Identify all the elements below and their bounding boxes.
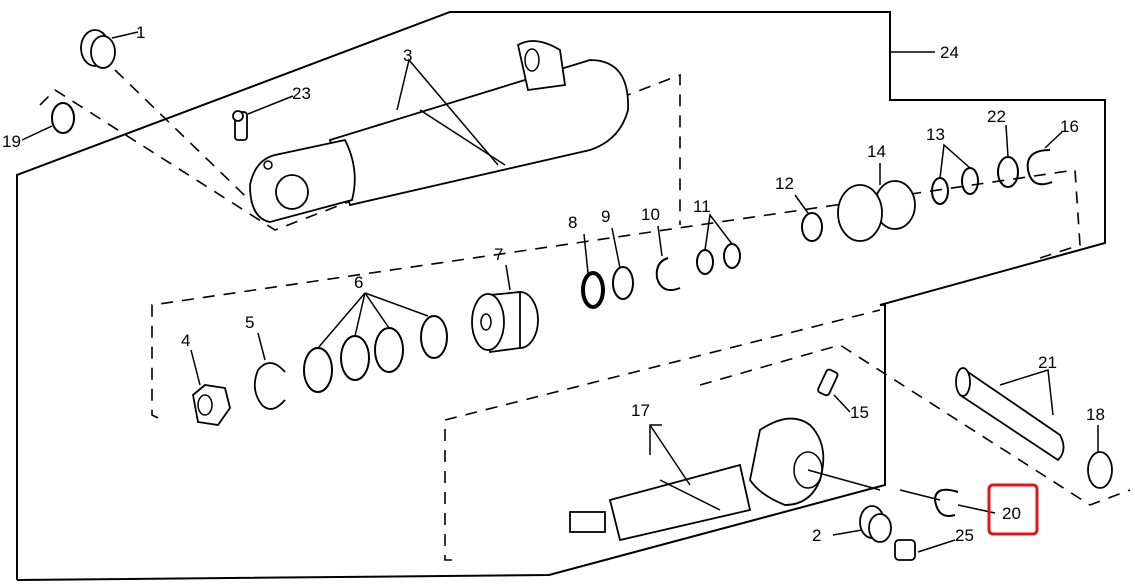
callout-11: 11 [693, 197, 711, 216]
part-15-grease-fitting [817, 368, 851, 413]
callout-16: 16 [1060, 117, 1079, 136]
part-7-piston [471, 264, 539, 354]
part-10-snap-ring [655, 225, 681, 291]
part-4-nut [190, 349, 231, 426]
part-3-cylinder-barrel [249, 40, 629, 223]
callout-9: 9 [601, 207, 610, 226]
part-13-seals [931, 143, 979, 205]
callout-5: 5 [245, 313, 254, 332]
callout-17: 17 [631, 401, 650, 420]
part-5-ring [253, 332, 286, 410]
callout-18: 18 [1086, 405, 1105, 424]
callout-12: 12 [775, 174, 794, 193]
callout-25: 25 [955, 526, 974, 545]
callout-6: 6 [354, 273, 363, 292]
pin-group-box [699, 344, 1131, 506]
callout-8: 8 [568, 213, 577, 232]
callout-22: 22 [987, 107, 1006, 126]
part-12-ring [801, 212, 823, 242]
callout-13: 13 [926, 125, 945, 144]
callout-2: 2 [812, 526, 821, 545]
part-16-snap-ring [1026, 131, 1063, 186]
part-8-o-ring [581, 233, 605, 309]
part-14-piston [837, 163, 916, 242]
callout-14: 14 [867, 142, 886, 161]
callout-15: 15 [850, 403, 869, 422]
callout-10: 10 [641, 205, 660, 224]
part-22-seal [997, 124, 1019, 188]
part-1-plug [80, 29, 139, 69]
rod-group-box [444, 309, 881, 561]
callout-23: 23 [292, 84, 311, 103]
part-11-rings [696, 213, 741, 275]
part-18-lynch-pin [1087, 425, 1113, 489]
callout-7: 7 [494, 245, 503, 264]
callout-1: 1 [136, 23, 145, 42]
part-9-ring [611, 227, 634, 300]
callout-3: 3 [403, 46, 412, 65]
seal-group-box [151, 169, 1081, 419]
highlight-box-callout-20 [987, 483, 1039, 536]
part-20-snap-ring [899, 488, 996, 517]
part-6-seals [303, 292, 448, 393]
callout-21: 21 [1038, 353, 1057, 372]
leader-dashed-1 [114, 69, 271, 221]
part-19-snap-ring [21, 102, 75, 141]
callout-20: 20 [1002, 504, 1021, 523]
assembly-outline [16, 11, 1106, 581]
part-17-piston-rod [569, 417, 881, 542]
callout-24: 24 [940, 43, 959, 62]
part-23-grease-fitting [232, 95, 294, 141]
part-21-pin [955, 367, 1065, 462]
part-25-bushing [894, 539, 956, 561]
callout-19: 19 [2, 132, 21, 151]
barrel-group-box [39, 73, 681, 231]
part-2-plug [832, 505, 892, 543]
leader-12 [794, 194, 809, 214]
callout-4: 4 [181, 331, 190, 350]
